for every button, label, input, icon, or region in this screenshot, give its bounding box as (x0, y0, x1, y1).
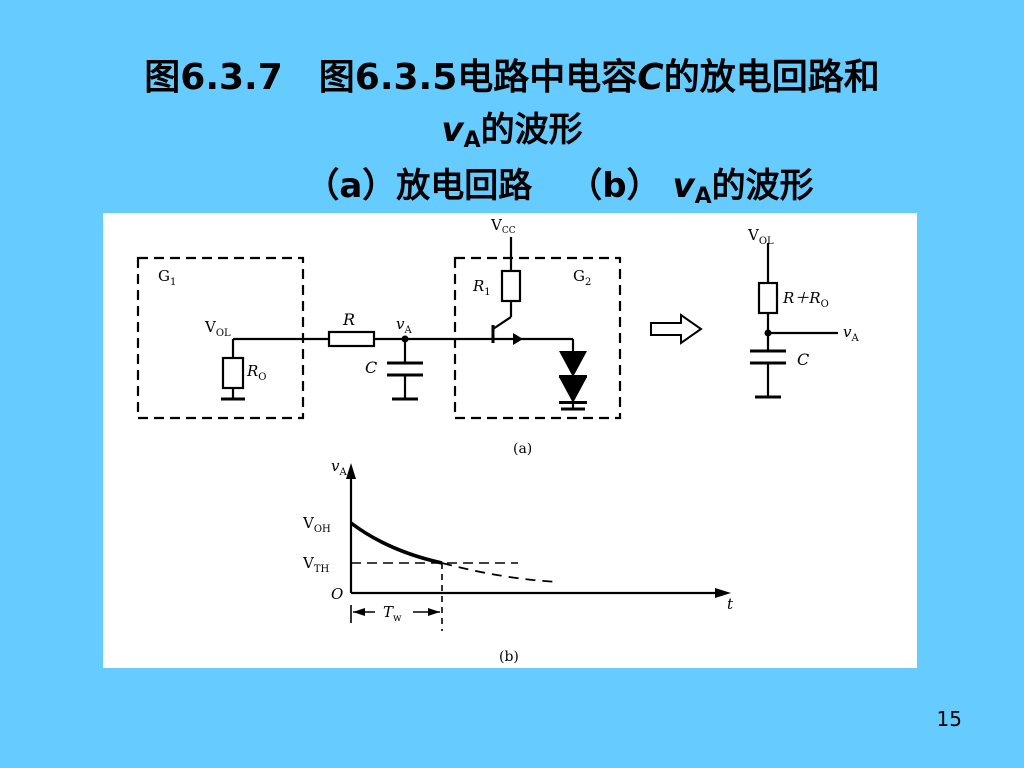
caption-va-symbol: v (672, 166, 695, 206)
g1-label: G1 (158, 267, 176, 288)
t-axis-label: t (727, 595, 734, 613)
vol-label: VOL (204, 318, 231, 339)
hollow-arrow-icon (650, 313, 703, 345)
ro-resistor (221, 356, 245, 390)
waveform-word: 的波形 (480, 110, 583, 150)
eq-c-label: C (797, 350, 809, 369)
figure-number: 图6.3.7 (144, 57, 283, 98)
y-axis-arrow-icon (346, 463, 356, 479)
r1-label: R1 (472, 277, 491, 298)
diode-upper-icon (559, 351, 587, 377)
eq-r-plus-ro-label: R＋RO (782, 289, 829, 310)
va-label: vA (396, 315, 412, 336)
eq-vol-label: VOL (747, 226, 774, 247)
x-axis-arrow-icon (715, 588, 731, 598)
capacitor-symbol: C (637, 57, 664, 98)
discharge-curve (349, 521, 443, 565)
diode-upper-bar (559, 375, 587, 378)
figure-label-b: (b) (499, 649, 519, 665)
tw-right-arrow-icon (428, 608, 440, 616)
diode-lower-icon (559, 377, 587, 403)
eq-va-node (764, 329, 772, 337)
va-node (401, 335, 409, 343)
voh-label: VOH (302, 514, 331, 535)
r-label: R (342, 310, 355, 329)
circuit-figure: G1 G2 VOL RO R C vA VCC R1 (a) VOL R＋RO … (103, 213, 917, 668)
eq-resistor (757, 281, 779, 315)
caption-b-suffix: 的波形 (711, 166, 814, 206)
c-label: C (365, 358, 377, 377)
emitter-arrow-icon (513, 333, 523, 345)
slide-subtitle: （a）放电回路 （b） vA的波形 (0, 158, 1024, 209)
tw-left-arrow-icon (353, 608, 365, 616)
discharge-curve-continuation (441, 562, 559, 583)
origin-label: O (331, 585, 343, 603)
vcc-label: VCC (490, 216, 516, 236)
title-suffix: 的放电回路和 (663, 57, 880, 98)
ro-label: RO (246, 362, 267, 383)
r1-resistor (500, 269, 522, 303)
va-symbol: v (441, 110, 464, 150)
diode-lower-bar (559, 401, 587, 404)
g2-label: G2 (573, 267, 591, 288)
waveform-y-axis-label: vA (331, 457, 347, 478)
figure-label-a: (a) (513, 441, 532, 457)
transistor-collector (492, 316, 512, 330)
figure-svg: G1 G2 VOL RO R C vA VCC R1 (a) VOL R＋RO … (136, 216, 859, 665)
caption-va-subscript: A (694, 184, 712, 209)
slide-title-line2: vA的波形 (0, 102, 1024, 153)
caption-a: （a）放电回路 (305, 166, 533, 206)
page-number: 15 (936, 707, 962, 731)
vth-label: VTH (302, 554, 330, 575)
figure-reference: 图6.3.5电路中电容 (318, 57, 638, 98)
eq-va-label: vA (843, 323, 859, 344)
va-subscript: A (463, 128, 481, 153)
caption-b-prefix: （b） (568, 166, 661, 206)
tw-label: Tw (383, 603, 402, 624)
r-resistor (327, 330, 376, 348)
slide-title-line1: 图6.3.7 图6.3.5电路中电容C的放电回路和 (0, 48, 1024, 100)
